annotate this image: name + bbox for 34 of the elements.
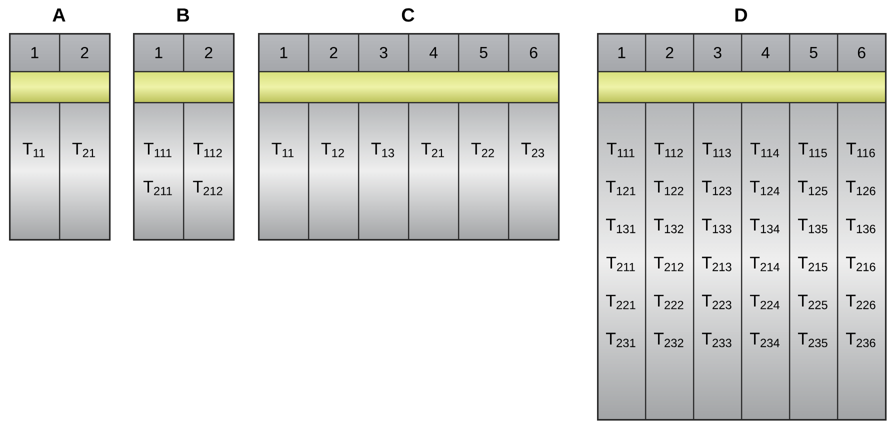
header-cell: 1 [258,33,310,72]
table-column: T$_{116}$ T$_{126}$ T$_{136}$ T$_{216}$ T$_{226}$ T$_{236}$ [837,102,886,420]
header-cell: 4 [741,33,790,72]
table-column: T$_{23}$ [508,102,560,240]
table-column: T$_{115}$ T$_{125}$ T$_{135}$ T$_{215}$ T$_{225}$ T$_{235}$ [789,102,838,420]
header-cell: 6 [508,33,560,72]
table-column: T$_{22}$ [458,102,510,240]
highlight-bar [9,71,110,104]
table-column: T$_{111}$ T$_{121}$ T$_{131}$ T$_{211}$ T$_{221}$ T$_{231}$ [597,102,646,420]
header-cell: 5 [458,33,510,72]
panel-title: D [735,8,748,22]
header-cell: 2 [645,33,694,72]
panel-title: A [52,8,66,22]
header-cell: 2 [59,33,110,72]
header-cell: 6 [837,33,886,72]
header-cell: 2 [183,33,234,72]
header-cell: 3 [358,33,410,72]
table-column: T$_{114}$ T$_{124}$ T$_{134}$ T$_{214}$ T$_{224}$ T$_{234}$ [741,102,790,420]
header-cell: 2 [308,33,360,72]
header-cell: 1 [9,33,60,72]
header-cell: 5 [789,33,838,72]
header-cell: 3 [693,33,742,72]
table-column: T$_{11}$ [258,102,310,240]
table-column: T$_{12}$ [308,102,360,240]
panel-title: C [402,8,414,22]
header-cell: 1 [133,33,184,72]
panel-title: B [177,8,189,22]
table-column: T$_{13}$ [358,102,410,240]
header-cell: 4 [408,33,460,72]
table-column: T$_{113}$ T$_{123}$ T$_{133}$ T$_{213}$ T$_{223}$ T$_{233}$ [693,102,742,420]
table-column: T$_{112}$ T$_{122}$ T$_{132}$ T$_{212}$ T$_{222}$ T$_{232}$ [645,102,694,420]
table-column: T$_{21}$ [408,102,460,240]
header-cell: 1 [597,33,646,72]
highlight-bar [133,71,234,104]
